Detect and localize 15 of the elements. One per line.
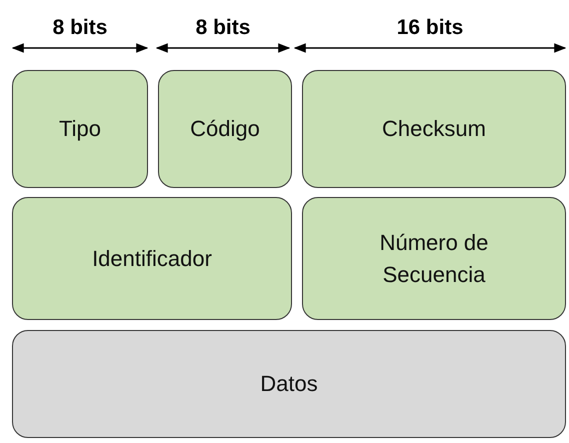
field-name: Identificador bbox=[92, 244, 212, 272]
field-box bbox=[12, 197, 292, 320]
field-box bbox=[158, 70, 292, 188]
bit-width-label: 8 bits bbox=[194, 16, 252, 40]
bit-width-label: 16 bits bbox=[396, 16, 464, 40]
field-name: Código bbox=[190, 115, 260, 143]
field-name: Tipo bbox=[59, 115, 101, 143]
field-name: Datos bbox=[260, 370, 318, 398]
field-name: Checksum bbox=[382, 115, 486, 143]
field-name: Número de Secuencia bbox=[378, 228, 490, 288]
bit-width-label: 8 bits bbox=[52, 16, 108, 40]
field-box bbox=[302, 70, 566, 188]
data-box bbox=[12, 330, 566, 438]
field-box bbox=[12, 70, 148, 188]
field-box bbox=[302, 197, 566, 320]
